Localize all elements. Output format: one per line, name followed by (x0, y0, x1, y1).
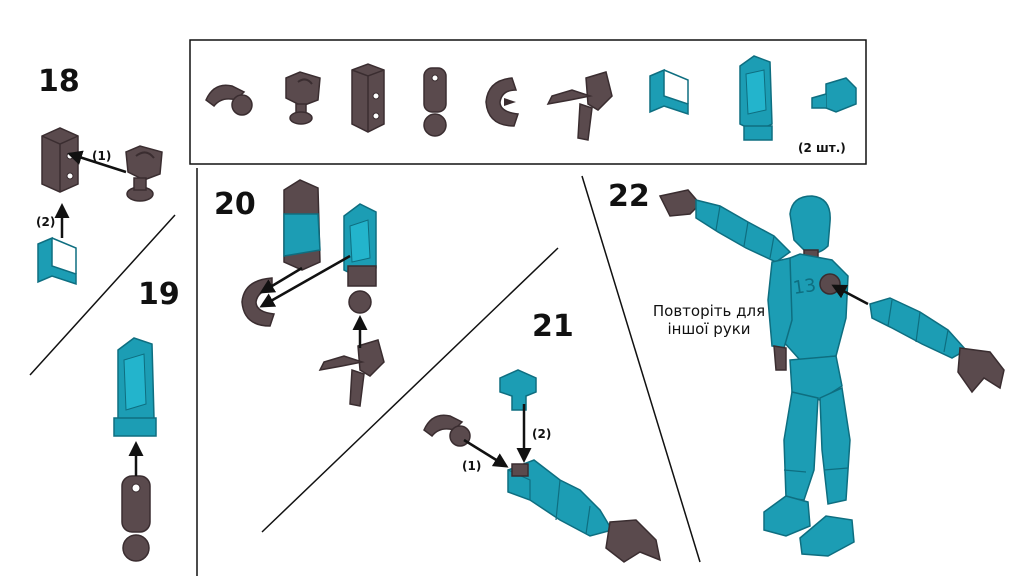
clip-ball-part-icon (285, 71, 321, 125)
arrow-18-1 (67, 150, 127, 174)
arrow-20-a (259, 266, 303, 294)
step-19-number: 19 (138, 277, 180, 312)
repeat-note-line-1: Повторіть для (652, 302, 766, 320)
repeat-other-arm-note: Повторіть для іншої руки (624, 302, 794, 338)
parts-panel-frame (189, 39, 867, 165)
divider-20-21 (261, 247, 559, 533)
teal-cover-part-icon (649, 68, 689, 116)
step-21-illustration (423, 369, 662, 563)
hand-part-icon (546, 71, 613, 141)
step-21-label-2: (2) (532, 427, 552, 441)
step-20-illustration (241, 179, 385, 407)
teal-shell-part-icon (739, 55, 773, 141)
c-clip-part-icon (485, 77, 520, 127)
step-18-label-1: (1) (92, 149, 112, 163)
arrow-21-1 (463, 438, 509, 468)
small-teal-cover-part-icon (811, 77, 857, 113)
ball-joint-part-icon (205, 84, 253, 116)
chest-number-decal: 13 (792, 275, 818, 299)
step-18-number: 18 (38, 64, 80, 99)
step-18-label-2: (2) (36, 215, 56, 229)
step-21-number: 21 (532, 309, 574, 344)
step-22-figure: 13 (658, 189, 1005, 557)
divider-18-19 (29, 214, 176, 376)
repeat-note-line-2: іншої руки (667, 320, 751, 338)
step-18-illustration (37, 127, 163, 286)
parts-quantity-note: (2 шт.) (798, 141, 846, 155)
divider-21-22 (581, 175, 701, 563)
pin-ball-part-icon (423, 67, 447, 137)
step-19-illustration (113, 337, 157, 562)
arrow-22 (831, 284, 869, 306)
step-20-number: 20 (214, 187, 256, 222)
divider-lines (29, 168, 701, 576)
block-part-icon (351, 63, 385, 133)
step-21-label-1: (1) (462, 459, 482, 473)
step-22-number: 22 (608, 179, 650, 214)
arrow-20-b (259, 254, 351, 308)
